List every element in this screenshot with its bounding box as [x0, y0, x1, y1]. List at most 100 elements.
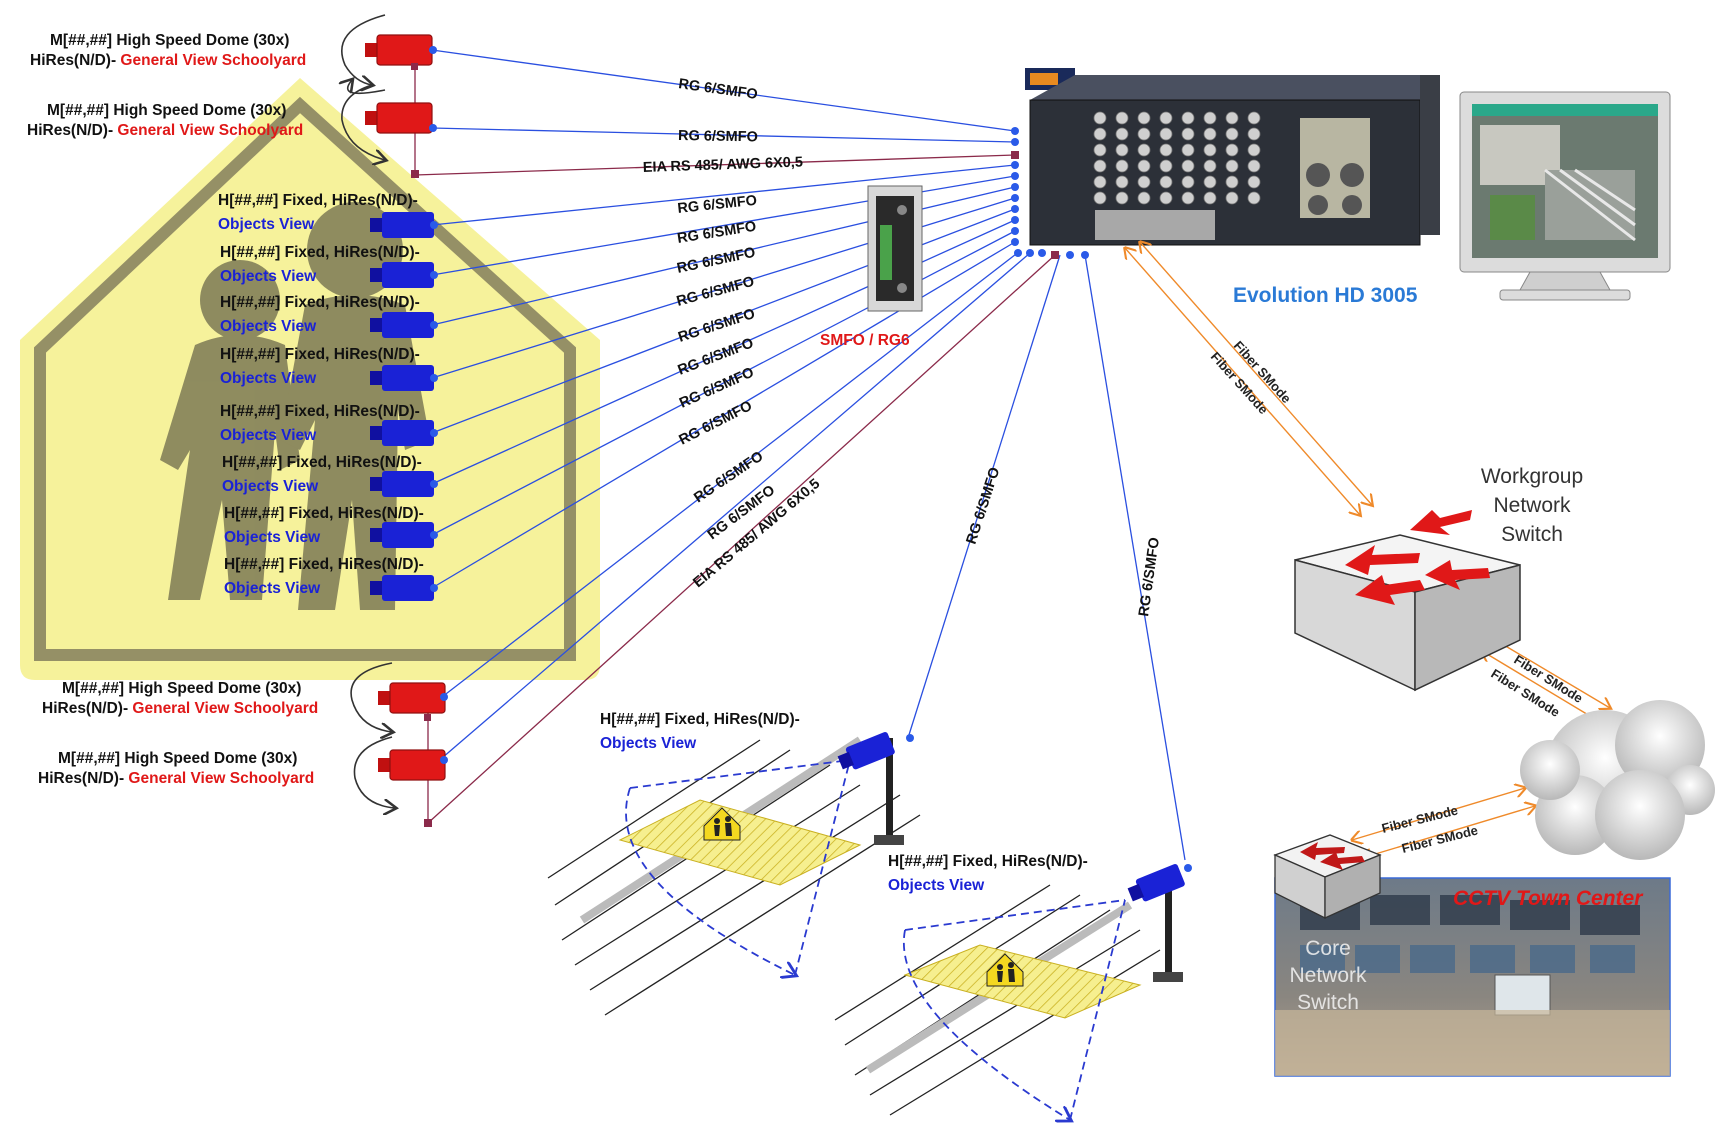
bnc-connector — [1247, 191, 1261, 205]
bnc-connector — [1115, 127, 1129, 141]
fixed-label-line2: Objects View — [222, 478, 319, 495]
fixed-camera-icons — [370, 212, 438, 601]
dome-label-line2: HiRes(N/D)- — [42, 700, 132, 717]
bnc-connector — [1159, 159, 1173, 173]
bnc-connector — [1181, 175, 1195, 189]
bnc-connector — [1247, 127, 1261, 141]
bnc-connector — [1225, 143, 1239, 157]
bnc-connector — [1225, 159, 1239, 173]
bnc-connector — [1093, 159, 1107, 173]
core-switch-label-line: Network — [1289, 964, 1367, 987]
cable-label: RG 6/SMFO — [964, 465, 1004, 546]
bnc-connector — [1247, 159, 1261, 173]
fixed-label-line1: H[##,##] Fixed, HiRes(N/D)- — [224, 505, 424, 522]
network-cloud-icon — [1520, 700, 1715, 860]
road-camera-label-line1: H[##,##] Fixed, HiRes(N/D)- — [888, 853, 1088, 870]
bnc-connector — [1203, 111, 1217, 125]
dome-label-line2: HiRes(N/D)- — [38, 770, 128, 787]
fixed-label-line1: H[##,##] Fixed, HiRes(N/D)- — [220, 403, 420, 420]
bnc-connector — [1137, 191, 1151, 205]
road-scene-2: H[##,##] Fixed, HiRes(N/D)- Objects View — [834, 853, 1192, 1120]
bnc-connector — [1181, 191, 1195, 205]
bnc-connector — [1225, 175, 1239, 189]
bnc-connector — [1159, 175, 1173, 189]
bnc-connector — [1247, 143, 1261, 157]
core-switch-label-line: Core — [1305, 937, 1351, 960]
bnc-connector — [1137, 159, 1151, 173]
bnc-connector — [1247, 175, 1261, 189]
fixed-label-line1: H[##,##] Fixed, HiRes(N/D)- — [220, 294, 420, 311]
fixed-label-line2: Objects View — [220, 427, 317, 444]
bnc-connector — [1225, 111, 1239, 125]
bnc-connector — [1137, 143, 1151, 157]
bnc-connector — [1137, 175, 1151, 189]
fixed-label-line2: Objects View — [220, 318, 317, 335]
bnc-connector — [1093, 175, 1107, 189]
cctv-center-label: CCTV Town Center — [1453, 887, 1644, 910]
bnc-connector — [1159, 191, 1173, 205]
bnc-connector — [1093, 191, 1107, 205]
cable-label: RG 6/SMFO — [1136, 536, 1163, 617]
recorder-label: Evolution HD 3005 — [1233, 284, 1418, 307]
svg-text:HiRes(N/D)- General View Schoo: HiRes(N/D)- General View Schoolyard — [27, 122, 303, 139]
fixed-label-line1: H[##,##] Fixed, HiRes(N/D)- — [224, 556, 424, 573]
fixed-label-line1: H[##,##] Fixed, HiRes(N/D)- — [220, 346, 420, 363]
dome-label-line1: M[##,##] High Speed Dome (30x) — [50, 32, 289, 49]
road-camera-label-line1: H[##,##] Fixed, HiRes(N/D)- — [600, 711, 800, 728]
cctv-town-center: CCTV Town Center Core Network Switch — [1273, 834, 1671, 1077]
svg-text:HiRes(N/D)- General View Schoo: HiRes(N/D)- General View Schoolyard — [30, 52, 306, 69]
bnc-connector — [1181, 159, 1195, 173]
workgroup-switch: Workgroup Network Switch — [1294, 465, 1583, 692]
fixed-label-line2: Objects View — [220, 268, 317, 285]
cable-label: RG 6/SMFO — [676, 245, 757, 277]
recorder-bnc-grid — [1093, 111, 1261, 205]
dome-camera-icon — [378, 749, 448, 781]
cable-label: RG 6/SMFO — [676, 219, 757, 247]
dome-label-line1: M[##,##] High Speed Dome (30x) — [58, 750, 297, 767]
fixed-label-line1: H[##,##] Fixed, HiRes(N/D)- — [222, 454, 422, 471]
bnc-connector — [1093, 143, 1107, 157]
bnc-connector — [1137, 127, 1151, 141]
dome-camera-labels: M[##,##] High Speed Dome (30x) HiRes(N/D… — [27, 32, 318, 787]
fixed-label-line1: H[##,##] Fixed, HiRes(N/D)- — [220, 244, 420, 261]
svg-text:HiRes(N/D)- General View Schoo: HiRes(N/D)- General View Schoolyard — [38, 770, 314, 787]
bnc-connector — [1115, 191, 1129, 205]
cable-label: RG 6/SMFO — [678, 128, 758, 145]
dome-label-line1: M[##,##] High Speed Dome (30x) — [62, 680, 301, 697]
fixed-label-line2: Objects View — [224, 529, 321, 546]
bnc-connector — [1181, 111, 1195, 125]
bnc-connector — [1115, 143, 1129, 157]
bnc-connector — [1225, 127, 1239, 141]
bnc-connector — [1093, 127, 1107, 141]
dome-label-line2: HiRes(N/D)- — [27, 122, 117, 139]
cable-label: RG 6/SMFO — [675, 274, 756, 310]
fixed-camera-labels: H[##,##] Fixed, HiRes(N/D)- Objects View… — [218, 192, 424, 597]
bnc-connector — [1181, 127, 1195, 141]
cable-label: RG 6/SMFO — [677, 76, 758, 103]
road-camera-label-line2: Objects View — [888, 877, 985, 894]
bnc-connector — [1203, 175, 1217, 189]
switch-label-line: Workgroup — [1481, 465, 1583, 488]
cable-label: EIA RS 485/ AWG 6X0,5 — [643, 154, 804, 176]
smfo-converter: SMFO / RG6 — [820, 185, 923, 349]
cable-lines — [431, 49, 1186, 861]
bnc-connector — [1203, 159, 1217, 173]
dome-label-line1: M[##,##] High Speed Dome (30x) — [47, 102, 286, 119]
bnc-connector — [1159, 127, 1173, 141]
bnc-connector — [1247, 111, 1261, 125]
switch-label-line: Switch — [1501, 523, 1563, 546]
bnc-connector — [1203, 127, 1217, 141]
svg-text:HiRes(N/D)- General View Schoo: HiRes(N/D)- General View Schoolyard — [42, 700, 318, 717]
fixed-label-line2: Objects View — [218, 216, 315, 233]
dome-label-view: General View Schoolyard — [117, 122, 303, 139]
dome-label-view: General View Schoolyard — [132, 700, 318, 717]
dome-camera-icon — [365, 102, 437, 134]
dome-camera-icon — [378, 682, 448, 714]
fiber-lines — [1125, 242, 1610, 858]
fixed-label-line2: Objects View — [224, 580, 321, 597]
dome-label-line2: HiRes(N/D)- — [30, 52, 120, 69]
bnc-connector — [1115, 111, 1129, 125]
bnc-connector — [1203, 143, 1217, 157]
